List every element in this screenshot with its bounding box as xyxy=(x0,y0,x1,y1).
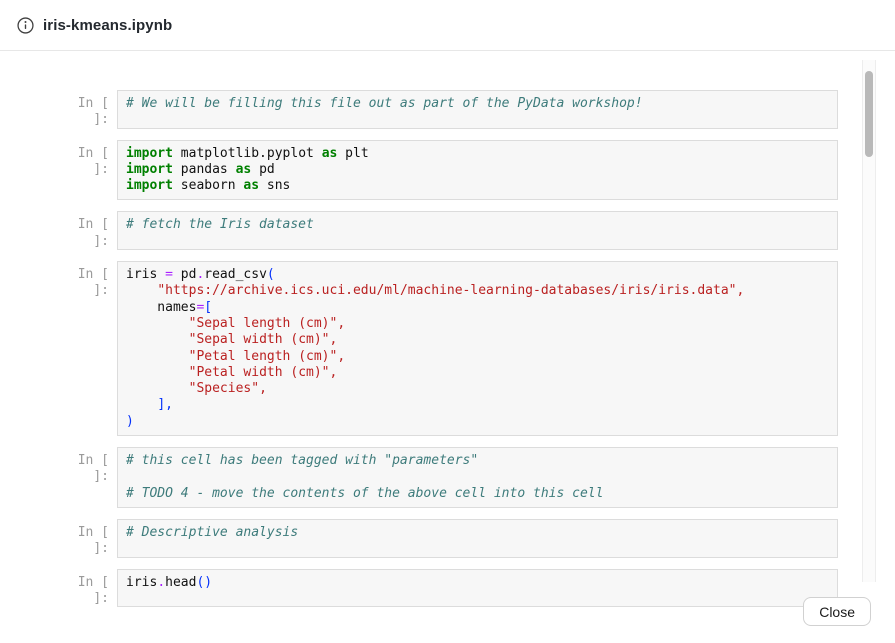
notebook-cells: In [ ]:# We will be filling this file ou… xyxy=(0,52,895,638)
cell-code: iris = pd.read_csv( "https://archive.ics… xyxy=(117,261,838,437)
cell-code: # We will be filling this file out as pa… xyxy=(117,90,838,129)
cell-prompt: In [ ]: xyxy=(77,145,109,177)
notebook-cell: In [ ]:# fetch the Iris dataset xyxy=(55,211,838,251)
cell-prompt: In [ ]: xyxy=(77,574,109,606)
scrollbar-thumb[interactable] xyxy=(865,71,873,157)
cell-prompt: In [ ]: xyxy=(77,217,109,249)
notebook-cell: In [ ]:# this cell has been tagged with … xyxy=(55,447,838,508)
cell-prompt: In [ ]: xyxy=(77,267,109,299)
cell-prompt: In [ ]: xyxy=(77,96,109,128)
cell-code: # fetch the Iris dataset xyxy=(117,211,838,251)
notebook-cell: In [ ]:iris.head() xyxy=(55,568,838,608)
modal-header: iris-kmeans.ipynb xyxy=(0,0,895,51)
close-button[interactable]: Close xyxy=(803,597,871,626)
cell-prompt: In [ ]: xyxy=(77,453,109,485)
cell-prompt: In [ ]: xyxy=(77,524,109,557)
notebook-cell: In [ ]:# Descriptive analysis xyxy=(55,518,838,558)
scrollbar[interactable] xyxy=(862,60,876,582)
cell-code: # Descriptive analysis xyxy=(117,518,838,558)
file-title: iris-kmeans.ipynb xyxy=(43,16,173,34)
notebook-cell: In [ ]:# We will be filling this file ou… xyxy=(55,90,838,129)
cell-code: iris.head() xyxy=(117,568,838,608)
notebook-scroll-area[interactable]: In [ ]:# We will be filling this file ou… xyxy=(0,52,895,643)
notebook-cell: In [ ]:iris = pd.read_csv( "https://arch… xyxy=(55,261,838,437)
info-icon xyxy=(17,16,34,34)
cell-code: # this cell has been tagged with "parame… xyxy=(117,447,838,508)
